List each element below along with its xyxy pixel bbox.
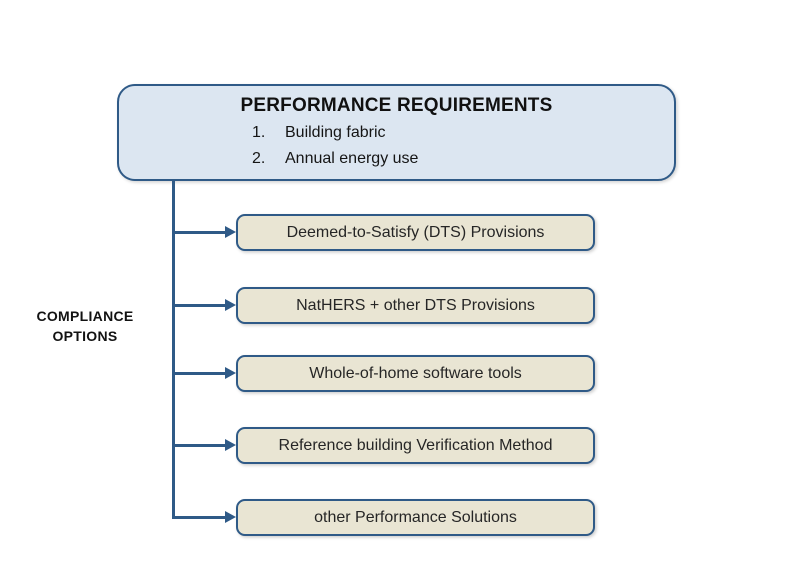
arrow-shaft <box>172 231 228 234</box>
connector-arrow-1 <box>172 225 236 239</box>
option-label: other Performance Solutions <box>314 508 517 526</box>
option-label: Whole-of-home software tools <box>309 364 522 382</box>
arrow-head-icon <box>225 226 236 238</box>
option-box-dts-provisions: Deemed-to-Satisfy (DTS) Provisions <box>236 214 595 251</box>
arrow-head-icon <box>225 367 236 379</box>
option-box-whole-of-home-software: Whole-of-home software tools <box>236 355 595 392</box>
performance-requirements-box: PERFORMANCE REQUIREMENTS 1. Building fabr… <box>117 84 676 181</box>
performance-requirements-list: 1. Building fabric 2. Annual energy use <box>252 120 674 172</box>
compliance-options-label-line2: OPTIONS <box>52 328 118 344</box>
option-label: Reference building Verification Method <box>278 436 553 454</box>
connector-arrow-5 <box>172 510 236 524</box>
option-label: NatHERS + other DTS Provisions <box>296 296 535 314</box>
option-box-reference-building-verification: Reference building Verification Method <box>236 427 595 464</box>
connector-arrow-3 <box>172 366 236 380</box>
list-item-number: 1. <box>252 124 266 141</box>
performance-requirements-title: PERFORMANCE REQUIREMENTS <box>240 95 553 116</box>
arrow-head-icon <box>225 439 236 451</box>
compliance-options-label: COMPLIANCE OPTIONS <box>20 306 150 346</box>
list-item-label: Annual energy use <box>285 150 419 167</box>
arrow-shaft <box>172 444 228 447</box>
arrow-shaft <box>172 516 228 519</box>
option-label: Deemed-to-Satisfy (DTS) Provisions <box>286 223 545 241</box>
arrow-head-icon <box>225 299 236 311</box>
list-item-annual-energy-use: 2. Annual energy use <box>252 146 674 172</box>
arrow-shaft <box>172 304 228 307</box>
arrow-shaft <box>172 372 228 375</box>
option-box-other-performance-solutions: other Performance Solutions <box>236 499 595 536</box>
connector-arrow-4 <box>172 438 236 452</box>
compliance-options-label-line1: COMPLIANCE <box>36 308 134 324</box>
list-item-building-fabric: 1. Building fabric <box>252 120 674 146</box>
option-box-nathers-other-dts: NatHERS + other DTS Provisions <box>236 287 595 324</box>
arrow-head-icon <box>225 511 236 523</box>
list-item-label: Building fabric <box>285 124 386 141</box>
list-item-number: 2. <box>252 150 266 167</box>
connector-arrow-2 <box>172 298 236 312</box>
connector-trunk-line <box>172 180 175 518</box>
